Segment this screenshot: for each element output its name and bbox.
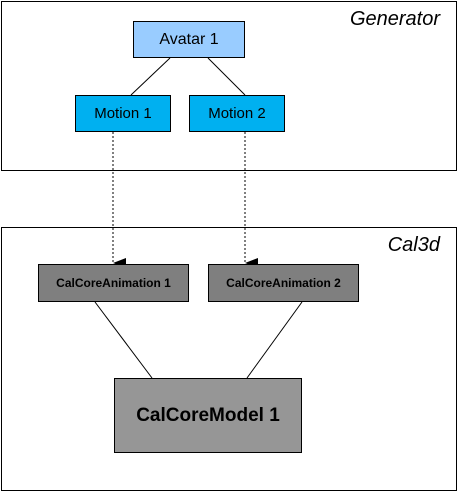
core-model-node[interactable]: CalCoreModel 1 <box>114 378 302 453</box>
cal3d-title: Cal3d <box>387 234 440 256</box>
avatar-node[interactable]: Avatar 1 <box>133 21 245 58</box>
generator-title: Generator <box>349 8 440 30</box>
motion-node-2[interactable]: Motion 2 <box>189 95 285 132</box>
core-animation-node-1[interactable]: CalCoreAnimation 1 <box>38 264 189 302</box>
core-animation-node-2[interactable]: CalCoreAnimation 2 <box>208 264 359 302</box>
motion-node-1[interactable]: Motion 1 <box>75 95 171 132</box>
